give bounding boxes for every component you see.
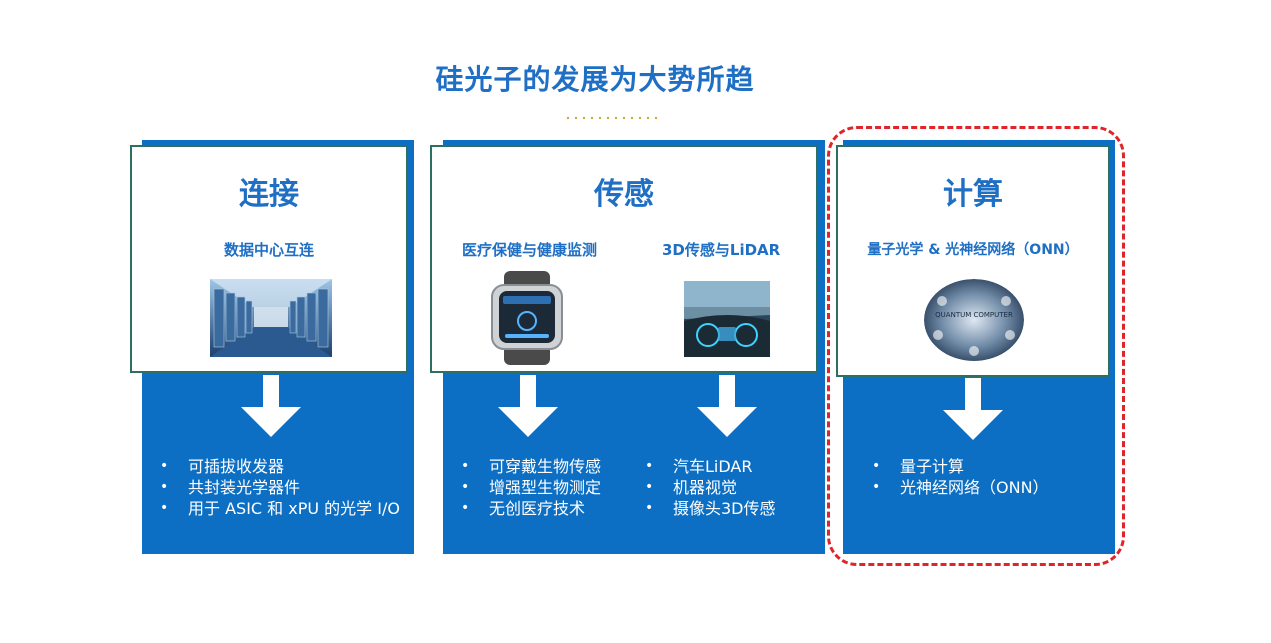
title-dots-divider xyxy=(564,116,662,120)
card-compute-down-arrow-icon xyxy=(943,378,1003,440)
card-compute-bullet-list: 量子计算 光神经网络（ONN） xyxy=(872,456,1092,498)
card-connect-subtitle: 数据中心互连 xyxy=(223,241,314,259)
list-item: 共封装光学器件 xyxy=(160,477,400,498)
card-sensing-white-panel: 传感 医疗保健与健康监测 3D传感与LiDAR xyxy=(430,145,818,373)
card-connect-down-arrow-icon xyxy=(241,375,301,437)
smartwatch-image xyxy=(490,271,564,365)
quantum-computer-image: QUANTUM COMPUTER xyxy=(924,279,1024,361)
list-item: 汽车LiDAR xyxy=(645,456,815,477)
car-lidar-image xyxy=(684,281,770,357)
card-sensing-subtitle-lidar: 3D传感与LiDAR xyxy=(662,241,781,259)
list-item: 可穿戴生物传感 xyxy=(461,456,641,477)
list-item: 光神经网络（ONN） xyxy=(872,477,1092,498)
data-center-image xyxy=(210,279,332,357)
quantum-computer-label: QUANTUM COMPUTER xyxy=(935,311,1013,319)
card-connect-white-panel: 连接 数据中心互连 xyxy=(130,145,408,373)
card-sensing-subtitle-health: 医疗保健与健康监测 xyxy=(462,241,598,259)
card-compute-white-panel: 计算 量子光学 & 光神经网络（ONN） QUANTUM COMPUTER xyxy=(836,145,1110,377)
list-item: 增强型生物测定 xyxy=(461,477,641,498)
card-connect-heading: 连接 xyxy=(239,177,299,212)
list-item: 量子计算 xyxy=(872,456,1092,477)
card-sensing-right-down-arrow-icon xyxy=(697,375,757,437)
list-item: 用于 ASIC 和 xPU 的光学 I/O xyxy=(160,498,400,519)
list-item: 可插拔收发器 xyxy=(160,456,400,477)
card-connect-bullet-list: 可插拔收发器 共封装光学器件 用于 ASIC 和 xPU 的光学 I/O xyxy=(160,456,400,519)
card-sensing-health-bullet-list: 可穿戴生物传感 增强型生物测定 无创医疗技术 xyxy=(461,456,641,519)
card-compute-subtitle: 量子光学 & 光神经网络（ONN） xyxy=(867,242,1079,258)
list-item: 摄像头3D传感 xyxy=(645,498,815,519)
card-sensing-heading: 传感 xyxy=(594,177,654,212)
list-item: 无创医疗技术 xyxy=(461,498,641,519)
page-title: 硅光子的发展为大势所趋 xyxy=(435,63,755,96)
compute-highlight-dashed-frame xyxy=(827,126,1125,566)
card-compute-heading: 计算 xyxy=(943,177,1003,212)
list-item: 机器视觉 xyxy=(645,477,815,498)
card-sensing-lidar-bullet-list: 汽车LiDAR 机器视觉 摄像头3D传感 xyxy=(645,456,815,519)
card-sensing-left-down-arrow-icon xyxy=(498,375,558,437)
